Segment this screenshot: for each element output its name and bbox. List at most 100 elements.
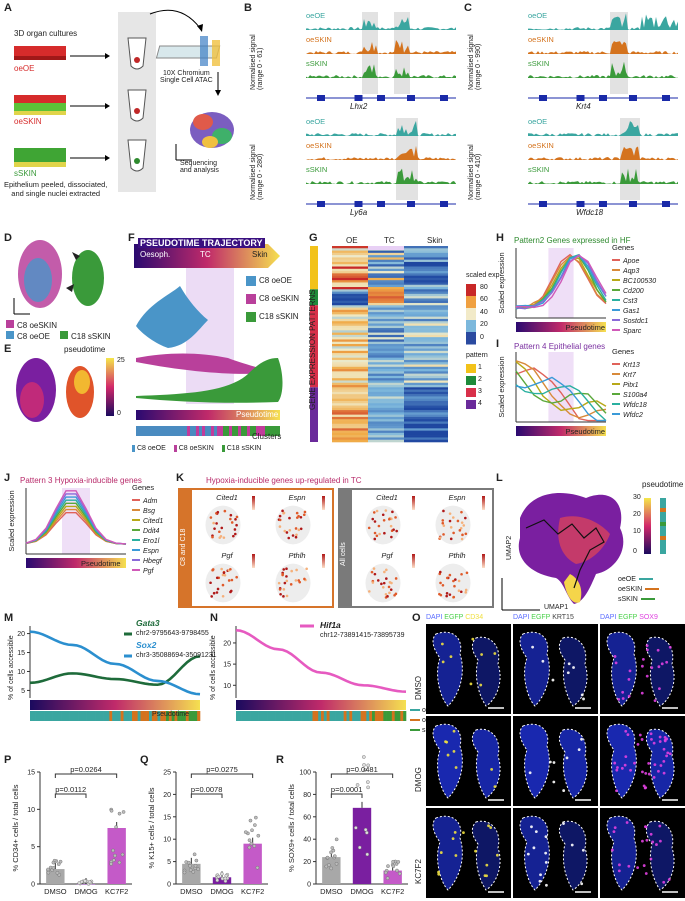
data-point bbox=[55, 871, 60, 875]
heat-cell bbox=[404, 275, 448, 279]
signal-track-oeSKIN bbox=[306, 39, 456, 54]
heat-cell bbox=[368, 312, 404, 315]
feature-point bbox=[464, 591, 468, 594]
feature-point bbox=[223, 573, 227, 577]
q-xtick-2: KC7F2 bbox=[241, 887, 264, 896]
cluster-strip bbox=[217, 426, 220, 436]
feature-point bbox=[387, 585, 391, 589]
q-ytick: 0 bbox=[167, 882, 171, 889]
feature-point bbox=[294, 527, 298, 530]
l-scale-10: 10 bbox=[633, 528, 641, 535]
heat-cell bbox=[332, 314, 368, 317]
condition-strip bbox=[32, 711, 36, 721]
condition-strip bbox=[343, 711, 347, 721]
exon bbox=[440, 201, 448, 207]
feature-point bbox=[462, 524, 466, 527]
f-legend-0: C8 oeOE bbox=[246, 276, 292, 286]
p-pval-0: p=0.0264 bbox=[70, 765, 102, 774]
feature-point bbox=[464, 588, 468, 592]
k-gene-espn: Espn bbox=[288, 493, 305, 502]
feature-point bbox=[453, 584, 456, 588]
cluster-strip bbox=[238, 426, 241, 436]
gene-curve-pitx1 bbox=[515, 361, 607, 412]
r-ytick: 80 bbox=[303, 792, 311, 799]
feature-point bbox=[464, 532, 468, 536]
gene-curve-pgf bbox=[25, 490, 127, 545]
data-point bbox=[250, 828, 254, 833]
panel-a-title: 3D organ cultures bbox=[14, 29, 78, 38]
condition-strip bbox=[267, 711, 271, 721]
heat-cell bbox=[368, 426, 404, 429]
heat-cell bbox=[368, 394, 404, 397]
heat-cell bbox=[332, 307, 368, 311]
heat-cell bbox=[332, 348, 368, 352]
l-leg-0: oeOE bbox=[618, 576, 653, 583]
heat-cell bbox=[368, 432, 404, 436]
condition-strip bbox=[389, 711, 393, 721]
access-line-hif1a bbox=[235, 628, 407, 693]
l-title: pseudotime bbox=[642, 480, 684, 489]
g-pat-2: 2 bbox=[478, 376, 482, 383]
heat-cell bbox=[368, 423, 404, 427]
condition-strip bbox=[89, 711, 93, 721]
heat-cell bbox=[332, 309, 368, 313]
feature-point bbox=[385, 577, 388, 580]
heat-cell bbox=[404, 353, 448, 356]
feature-point bbox=[283, 529, 287, 533]
heat-cell bbox=[368, 298, 404, 301]
feature-point bbox=[372, 567, 376, 570]
f-legend-1: C8 oeSKIN bbox=[246, 294, 299, 304]
h-xlabel: Pseudotime bbox=[566, 323, 606, 332]
heat-cell bbox=[368, 344, 404, 347]
track-label-sSKIN: sSKIN bbox=[528, 165, 549, 174]
heat-cell bbox=[404, 366, 448, 370]
feature-point bbox=[385, 568, 388, 572]
heat-cell bbox=[332, 246, 368, 249]
heat-cell bbox=[404, 316, 448, 320]
data-point bbox=[215, 878, 220, 883]
panel-label-d: D bbox=[4, 232, 12, 244]
heat-cell bbox=[368, 439, 404, 443]
heat-cell bbox=[332, 287, 368, 290]
heat-cell bbox=[404, 248, 448, 251]
heat-cell bbox=[332, 355, 368, 358]
heat-cell bbox=[404, 305, 448, 308]
heatmap-scale bbox=[466, 284, 476, 409]
q-ytick: 25 bbox=[163, 770, 171, 777]
feature-point bbox=[448, 573, 452, 577]
cluster-strip bbox=[160, 426, 163, 436]
condition-strip bbox=[83, 711, 87, 721]
h-title: Pattern2 Genes expressed in HF bbox=[514, 236, 631, 245]
heat-cell bbox=[332, 318, 368, 322]
exon bbox=[407, 201, 415, 207]
g-col-skin: Skin bbox=[427, 236, 443, 245]
condition-strip bbox=[174, 711, 178, 721]
cluster-strip bbox=[259, 426, 262, 436]
data-point bbox=[330, 846, 335, 850]
feature-point bbox=[380, 582, 383, 586]
feature-point bbox=[458, 529, 462, 532]
panel-a-schematic bbox=[14, 9, 234, 192]
heat-cell bbox=[404, 387, 448, 390]
pattern-bar-2 bbox=[310, 289, 318, 306]
exon bbox=[662, 95, 670, 101]
heat-cell bbox=[332, 369, 368, 372]
heat-cell bbox=[404, 394, 448, 397]
legend-gene-gas1: Gas1 bbox=[623, 308, 640, 315]
data-point bbox=[186, 860, 191, 865]
cluster-strip bbox=[244, 426, 247, 436]
seq-label: Sequencing and analysis bbox=[180, 160, 219, 174]
feature-point bbox=[452, 595, 456, 599]
cluster-strip bbox=[208, 426, 211, 436]
heat-cell bbox=[368, 382, 404, 386]
data-point bbox=[182, 870, 187, 875]
k-gene-cited1: Cited1 bbox=[376, 493, 398, 502]
condition-strip bbox=[386, 711, 390, 721]
feature-point bbox=[460, 537, 464, 541]
heat-cell bbox=[404, 300, 448, 304]
data-point bbox=[397, 871, 402, 876]
legend-gene-krt13: Krt13 bbox=[623, 362, 640, 369]
cluster-strip bbox=[181, 426, 184, 436]
condition-strip bbox=[295, 711, 299, 721]
heat-cell bbox=[332, 268, 368, 272]
